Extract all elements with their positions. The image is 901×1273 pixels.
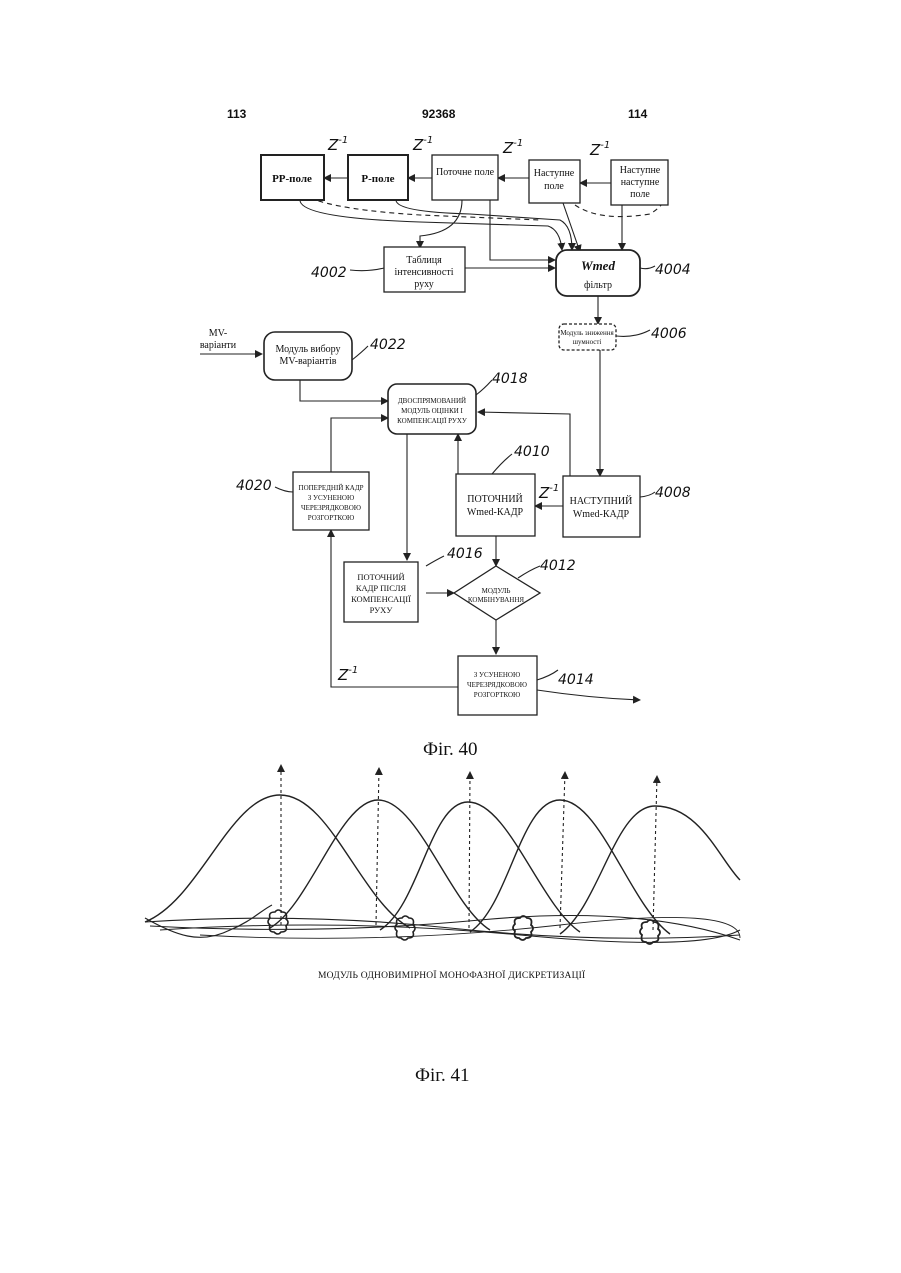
ref-4012: 4012 (540, 558, 576, 574)
mv-input-label-2: варіанти (200, 340, 237, 351)
next-next-field-label-3: поле (630, 189, 650, 200)
mv-select-label-1: Модуль вибору (275, 344, 340, 355)
current-wmed-label-2: Wmed-КАДР (467, 507, 524, 518)
sample-marker (640, 920, 660, 944)
noise-reduction-block (559, 324, 616, 350)
noise-label-1: Модуль зниження (560, 329, 614, 337)
ref-4022: 4022 (370, 337, 406, 353)
current-wmed-label-1: ПОТОЧНИЙ (467, 493, 523, 505)
ref-4018: 4018 (492, 371, 528, 387)
bidir-label-3: КОМПЕНСАЦІЇ РУХУ (397, 417, 467, 425)
compensated-label-1: ПОТОЧНИЙ (357, 572, 404, 582)
delay-label-1: Z-1 (327, 135, 348, 154)
motion-table-label-3: руху (414, 279, 434, 290)
output-label-2: ЧЕРЕЗРЯДКОВОЮ (467, 681, 527, 689)
next-field-label-1: Наступне (534, 168, 575, 179)
ref-4014: 4014 (558, 672, 594, 688)
current-wmed-frame-block (456, 474, 535, 536)
fig40-diagram: РР-поле Р-поле Поточне поле Наступне пол… (200, 135, 691, 715)
bidir-label-2: МОДУЛЬ ОЦІНКИ І (401, 407, 463, 415)
fig40-caption: Фіг. 40 (423, 739, 477, 761)
compensated-label-3: КОМПЕНСАЦІЇ (351, 594, 411, 604)
ref-4020: 4020 (236, 478, 272, 494)
fig41-waveforms (145, 765, 740, 944)
ref-4016: 4016 (447, 546, 483, 562)
pp-field-label: РР-поле (272, 173, 312, 185)
next-next-field-label-1: Наступне (620, 165, 661, 176)
ref-4008: 4008 (655, 485, 691, 501)
motion-table-label-1: Таблиця (406, 255, 442, 266)
noise-label-2: шумності (573, 338, 602, 346)
delay-label-5: Z-1 (538, 483, 559, 502)
wmed-filter-label-2: фільтр (584, 280, 612, 291)
ref-4010: 4010 (514, 444, 550, 460)
prev-frame-label-4: РОЗГОРТКОЮ (308, 514, 354, 522)
ref-4002: 4002 (311, 265, 347, 281)
next-next-field-label-2: наступне (621, 177, 660, 188)
compensated-label-2: КАДР ПІСЛЯ (356, 583, 407, 593)
motion-table-label-2: інтенсивності (395, 267, 454, 278)
prev-frame-label-3: ЧЕРЕЗРЯДКОВОЮ (301, 504, 361, 512)
wmed-filter-label-1: Wmed (581, 258, 615, 273)
next-wmed-label-1: НАСТУПНИЙ (570, 495, 633, 507)
compensated-label-4: РУХУ (370, 605, 394, 615)
ref-4006: 4006 (651, 326, 687, 342)
prev-frame-label-1: ПОПЕРЕДНІЙ КАДР (299, 484, 364, 492)
current-field-label: Поточне поле (436, 167, 495, 178)
delay-label-4: Z-1 (589, 140, 610, 159)
ref-4004: 4004 (655, 262, 691, 278)
next-wmed-label-2: Wmed-КАДР (573, 509, 630, 520)
fig41-axis-caption: МОДУЛЬ ОДНОВИМІРНОЇ МОНОФАЗНОЇ ДИСКРЕТИЗ… (318, 971, 585, 981)
mv-select-label-2: MV-варіантів (280, 356, 337, 367)
delay-label-3: Z-1 (502, 138, 523, 157)
delay-label-6: Z-1 (337, 665, 358, 684)
delay-label-2: Z-1 (412, 135, 433, 154)
next-field-label-2: поле (544, 181, 564, 192)
combiner-label-2: КОМБІНУВАННЯ (468, 596, 525, 604)
bidir-label-1: ДВОСПРЯМОВАНИЙ (398, 397, 466, 405)
p-field-label: Р-поле (361, 173, 394, 185)
output-label-1: З УСУНЕНОЮ (474, 671, 520, 679)
output-label-3: РОЗГОРТКОЮ (474, 691, 520, 699)
fig41-caption: Фіг. 41 (415, 1065, 469, 1087)
combiner-label-1: МОДУЛЬ (482, 587, 511, 595)
prev-frame-label-2: З УСУНЕНОЮ (308, 494, 354, 502)
mv-input-label-1: MV- (209, 328, 228, 339)
